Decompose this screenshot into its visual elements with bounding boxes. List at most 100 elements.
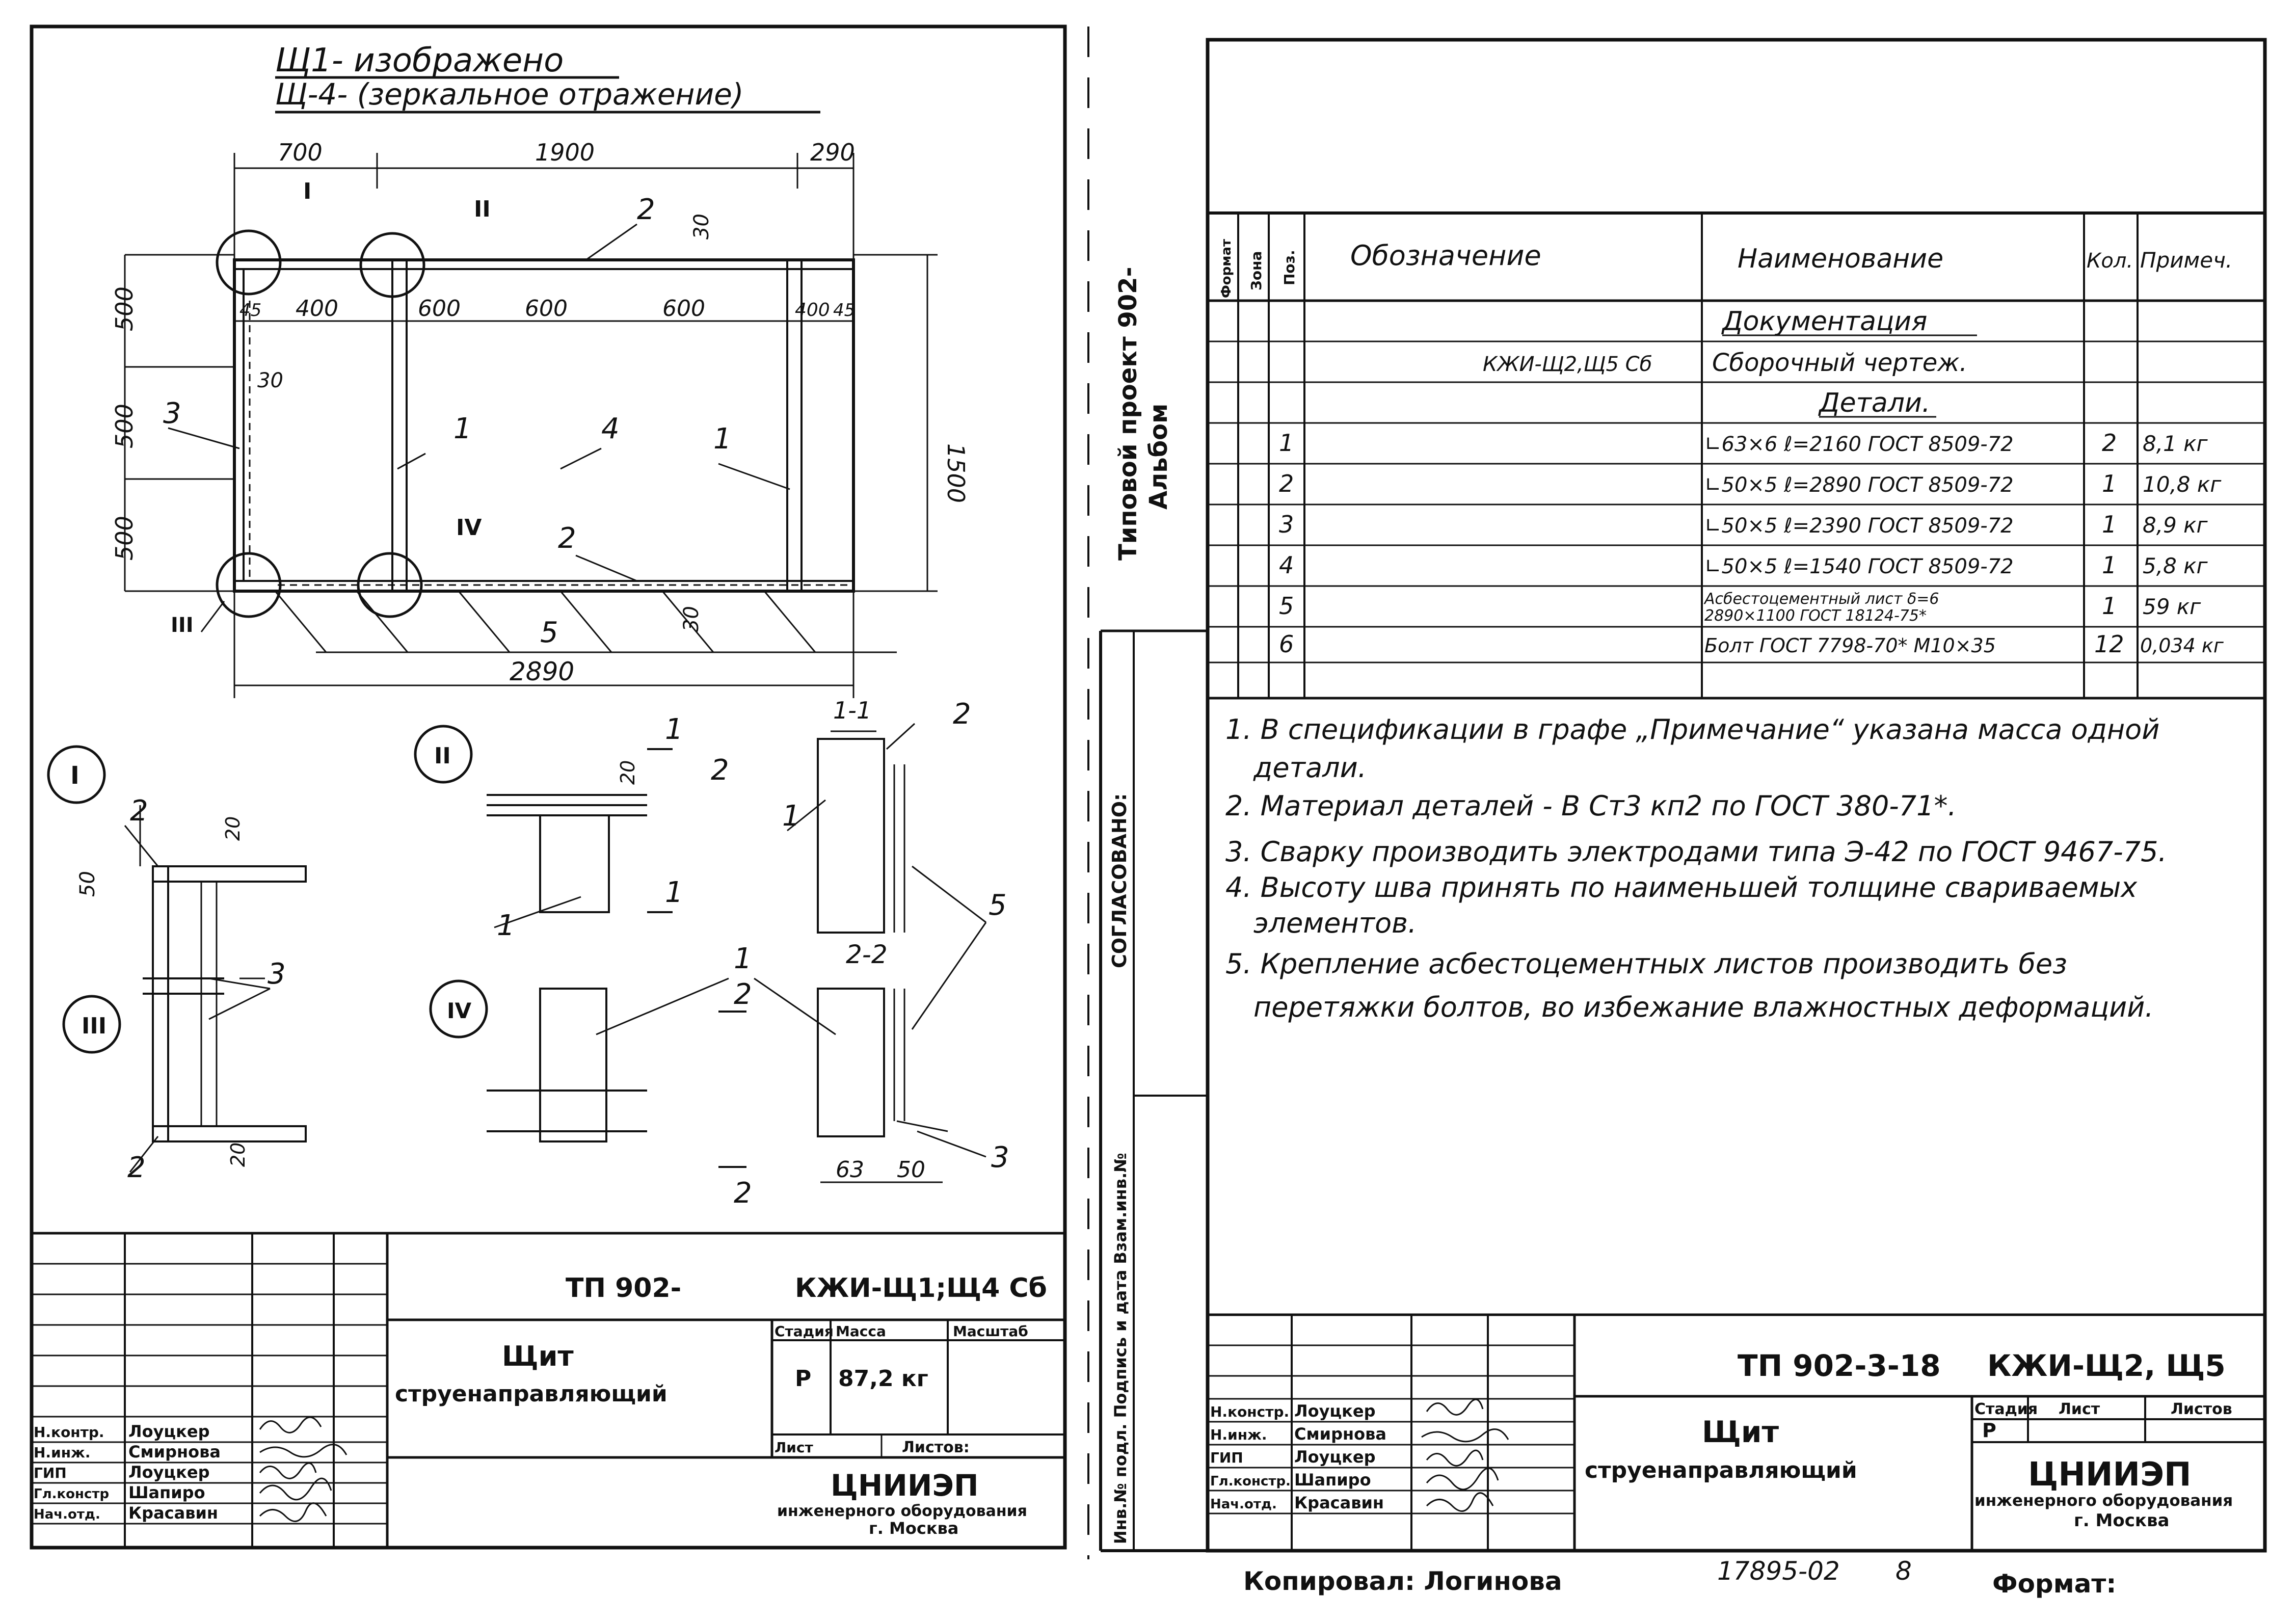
detail1-dim-20a: 20 [222,816,244,841]
right-signer-name-5: Красавин [1294,1493,1384,1512]
right-signer-role-3: ГИП [1210,1449,1243,1466]
left-stamp-code-left: ТП 902- [566,1273,681,1304]
dim-left-500a: 500 [111,286,138,331]
side-project-label: Типовой проект 902- [1114,267,1142,561]
spec-row-5-name2: 2890×1100 ГОСТ 18124-75* [1704,607,1927,625]
spec-header-qty: Кол. [2087,249,2133,273]
detail-IV [429,977,986,1183]
left-signer-role-3: ГИП [34,1465,67,1481]
footer-copied-by: Копировал: Логинова [1243,1566,1562,1596]
spec-row-4-pos: 4 [1279,551,1294,579]
left-signer-name-2: Смирнова [128,1442,221,1461]
left-stamp-name-2: струенаправляющий [395,1381,668,1407]
dim-top-700: 700 [278,139,323,166]
left-signer-name-1: Лоуцкер [128,1422,209,1441]
left-stamp-stage-h: Стадия [775,1323,834,1340]
dim-inner-400a: 400 [296,296,338,322]
node-mark-4: IV [456,515,482,541]
right-sheet-frame [1087,26,2267,1559]
spec-section-details: Детали. [1818,388,1930,418]
section-pos-5: 5 [989,889,1007,922]
right-signer-name-1: Лоуцкер [1294,1401,1375,1421]
spec-row: 3 ∟50×5 ℓ=2390 ГОСТ 8509-72 1 8,9 кг [1279,511,2208,538]
detail2-dim-20: 20 [617,760,639,785]
right-stamp-code-right: КЖИ-Щ2, Щ5 [1987,1348,2226,1383]
note-line-7: 5. Крепление асбестоцементных листов про… [1225,948,2067,980]
detail2-cut-1-top: 1 [665,713,683,746]
shield-elevation [124,153,938,698]
footer-format: Формат: [1992,1569,2116,1599]
left-stamp-mass: 87,2 кг [838,1366,928,1392]
spec-doc-designation: КЖИ-Щ2,Щ5 Сб [1483,353,1652,376]
spec-header-designation: Обозначение [1350,240,1541,272]
dim-bottom-2890: 2890 [510,657,574,686]
right-stamp-org-3: г. Москва [2074,1510,2169,1531]
detail1-pos-2: 2 [130,794,148,828]
right-title-block [1208,1313,2265,1551]
dim-left-500b: 500 [111,404,138,448]
side-agreed-label: СОГЛАСОВАНО: [1108,793,1131,968]
right-stamp-stage-h: Стадия [1974,1400,2038,1418]
pos-label-3: 3 [163,397,181,430]
detail-label-III: III [82,1013,106,1039]
dim-30-bottom: 30 [680,606,703,632]
spec-row-6-note: 0,034 кг [2140,634,2224,657]
left-sheet-frame [30,24,1067,1550]
detail-II [414,725,673,928]
section-1-1-pos-1: 1 [782,800,800,833]
note-line-6: элементов. [1253,907,1417,939]
dim-inner-600c: 600 [662,296,705,322]
left-stamp-org-1: ЦНИИЭП [831,1468,979,1503]
pos-label-4: 4 [601,412,620,445]
spec-row-6-qty: 12 [2094,630,2124,658]
spec-row-2-name: ∟50×5 ℓ=2890 ГОСТ 8509-72 [1704,473,2014,497]
right-signer-role-2: Н.инж. [1210,1426,1267,1443]
left-signer-name-4: Шапиро [128,1483,205,1502]
detail1-dim-50: 50 [76,871,99,897]
section-2-2-title: 2-2 [846,940,888,969]
spec-header-name: Наименование [1738,244,1943,274]
section-2-2-dim-63: 63 [836,1157,864,1183]
left-title-block [32,1232,1065,1548]
side-inventory-label: Инв.№ подл. Подпись и дата Взам.инв.№ [1111,1153,1130,1544]
pos-label-1-right: 1 [713,422,732,456]
spec-row-2-qty: 1 [2102,470,2117,497]
left-stamp-org-2: инженерного оборудования [777,1502,1027,1520]
pos-label-2-bottom: 2 [558,522,576,555]
detail-I-III [47,745,307,1173]
node-mark-3: III [171,614,194,637]
left-signer-role-2: Н.инж. [34,1444,91,1461]
right-signer-name-4: Шапиро [1294,1470,1371,1490]
spec-header-pos: Поз. [1281,250,1298,285]
spec-row-5-qty: 1 [2102,592,2117,620]
left-stamp-mass-h: Масса [836,1323,886,1340]
spec-row: 6 Болт ГОСТ 7798-70* М10×35 12 0,034 кг [1279,630,2224,658]
dim-inner-45b: 45 [833,300,855,321]
spec-header-format: Формат [1219,239,1234,298]
specification-table [1208,211,2265,700]
spec-row: 4 ∟50×5 ℓ=1540 ГОСТ 8509-72 1 5,8 кг [1279,551,2208,579]
left-stamp-scale-h: Масштаб [953,1323,1028,1340]
spec-row-1-pos: 1 [1279,429,1294,457]
left-signer-name-5: Красавин [128,1503,218,1523]
spec-row-6-pos: 6 [1279,630,1294,658]
spec-doc-name: Сборочный чертеж. [1712,349,1967,377]
right-stamp-code-left: ТП 902-3-18 [1738,1348,1941,1383]
spec-header-note: Примеч. [2140,248,2232,273]
spec-row-1-note: 8,1 кг [2143,431,2208,456]
note-line-2: детали. [1253,752,1367,784]
section-2-2-pos-3: 3 [991,1141,1009,1174]
spec-section-documentation: Документация [1721,306,1927,337]
spec-row-2-pos: 2 [1279,470,1294,497]
left-stamp-sheet-h: Лист [775,1439,813,1456]
pos-label-1-left: 1 [453,412,472,445]
spec-row-3-pos: 3 [1279,511,1294,538]
right-stamp-name-2: струенаправляющий [1585,1457,1857,1483]
spec-row-6-name: Болт ГОСТ 7798-70* М10×35 [1704,634,1996,657]
note-line-8: перетяжки болтов, во избежание влажностн… [1253,991,2154,1023]
right-signer-role-1: Н.констр. [1210,1403,1289,1420]
section-2-2-dim-50: 50 [897,1157,925,1183]
spec-row: 5 Асбестоцементный лист δ=6 2890×1100 ГО… [1279,590,2201,625]
spec-row-3-note: 8,9 кг [2143,513,2208,538]
